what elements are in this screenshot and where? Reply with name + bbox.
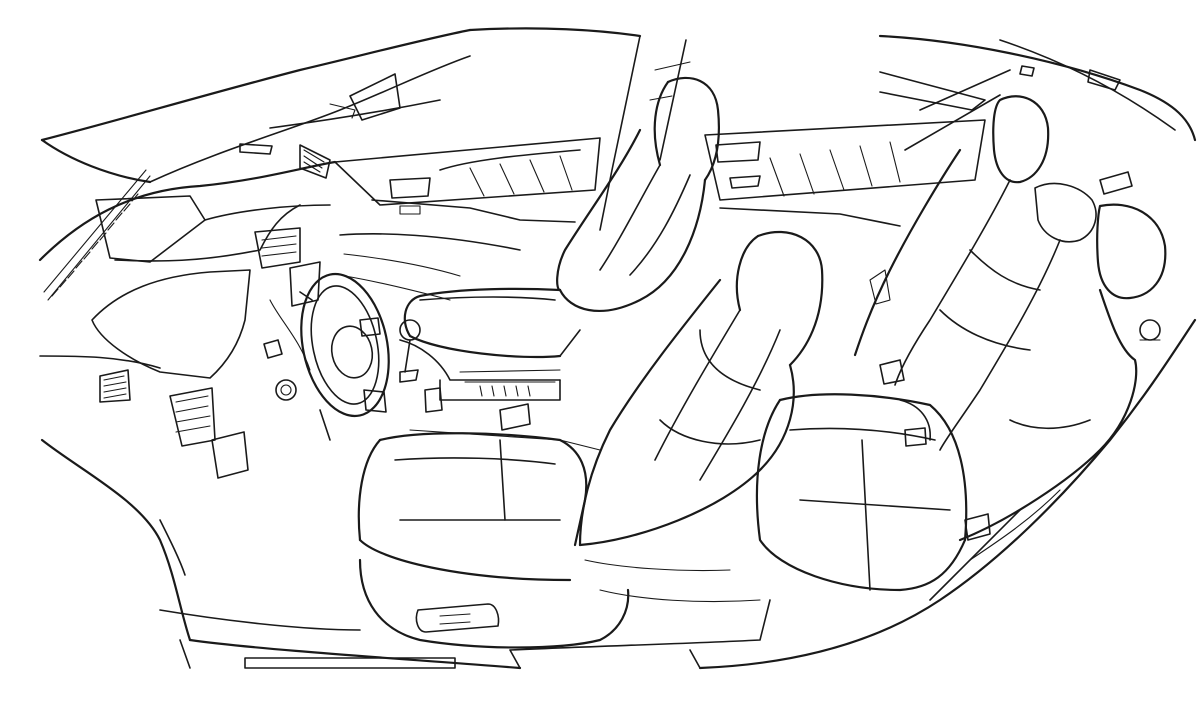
windshield-frame [149, 35, 691, 231]
dash-vent-top [299, 144, 331, 179]
seatbelt [899, 399, 931, 441]
lower-vent [169, 387, 216, 447]
side-vent [99, 369, 131, 403]
front-door-panel [334, 137, 601, 301]
center-vent [254, 227, 301, 269]
car-body-outline [40, 27, 1197, 670]
center-console [399, 319, 601, 451]
steering-wheel [263, 272, 390, 441]
front-passenger-seat [403, 76, 720, 359]
rear-bench-seat [755, 69, 1167, 592]
seatbelt-buckle [904, 427, 927, 447]
rear-door-panel [704, 71, 986, 227]
front-driver-seat [357, 230, 824, 649]
seat-adjuster [415, 603, 500, 633]
infotainment-screen [289, 261, 321, 307]
wheel-hub [330, 325, 374, 379]
rear-headrest-left [992, 95, 1050, 184]
floor [159, 489, 1061, 669]
door-sill-plate [244, 657, 456, 669]
rearview-mirror [349, 73, 401, 121]
rear-headrest-right [1096, 203, 1167, 300]
dashboard [38, 143, 337, 576]
